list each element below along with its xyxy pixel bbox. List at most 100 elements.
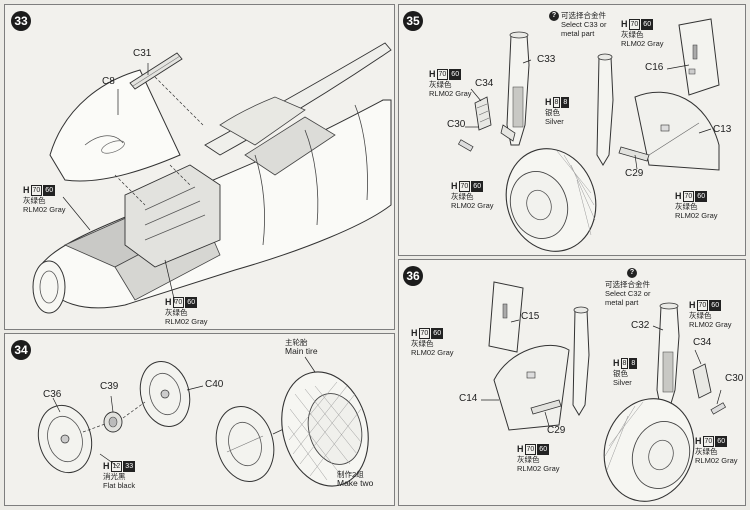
fuselage-cockpit-drawing: [32, 42, 392, 314]
paint-number: 70: [696, 300, 709, 311]
part-label-c30: C30: [447, 119, 466, 130]
step-number: 36: [403, 266, 423, 286]
paint-code: H: [165, 297, 172, 307]
option-note: 可选择合金件 Select C32 or metal part: [605, 280, 650, 307]
paint-number-alt: 60: [431, 328, 444, 339]
paint-number-alt: 60: [641, 19, 654, 30]
paint-name-cn: 银色: [613, 369, 628, 378]
paint-name-cn: 银色: [545, 108, 560, 117]
paint-code: H: [613, 358, 620, 368]
paint-number-alt: 60: [695, 191, 708, 202]
paint-number-alt: 60: [43, 185, 56, 196]
step-36-panel: 36 ? 可选择合金件 Select C32 or metal part C15…: [398, 259, 746, 506]
paint-number: 70: [436, 69, 449, 80]
paint-number: 70: [418, 328, 431, 339]
part-label-c30: C30: [725, 373, 744, 384]
part-label-c29: C29: [625, 168, 644, 179]
paint-name: Silver: [613, 378, 632, 387]
paint-code: H: [621, 19, 628, 29]
paint-name: RLM02 Gray: [411, 348, 454, 357]
paint-number: 70: [524, 444, 537, 455]
left-gear-drawing: [457, 18, 720, 252]
paint-name-cn: 灰绿色: [695, 447, 718, 456]
paint-name: RLM02 Gray: [695, 456, 738, 465]
paint-code: H: [23, 185, 30, 195]
paint-number-alt: 8: [629, 358, 638, 369]
paint-number: 70: [702, 436, 715, 447]
option-cn: 可选择合金件: [561, 11, 606, 20]
paint-number-alt: 60: [185, 297, 198, 308]
part-label-c32: C32: [631, 320, 650, 331]
paint-number: 8: [620, 358, 629, 369]
paint-name-cn: 灰绿色: [675, 202, 698, 211]
part-label-c34: C34: [475, 78, 494, 89]
part-label-c29: C29: [547, 425, 566, 436]
paint-number: 12: [110, 461, 123, 472]
paint-name: RLM02 Gray: [165, 317, 208, 326]
part-label-c40: C40: [205, 379, 224, 390]
option-line2: metal part: [561, 29, 595, 38]
main-tire-label: 主轮胎 Main tire: [285, 338, 318, 356]
option-line2: metal part: [605, 298, 639, 307]
main-tire-cn: 主轮胎: [285, 338, 308, 347]
paint-number-alt: 8: [561, 97, 570, 108]
part-label-c31: C31: [133, 48, 152, 59]
step-number: 33: [11, 11, 31, 31]
paint-code: H: [411, 328, 418, 338]
paint-name: RLM02 Gray: [621, 39, 664, 48]
part-label-c33: C33: [537, 54, 556, 65]
make-two-cn: 制作2组: [337, 470, 364, 479]
paint-name-cn: 灰绿色: [517, 455, 540, 464]
paint-name-cn: 灰绿色: [689, 311, 712, 320]
main-tire-en: Main tire: [285, 346, 318, 356]
paint-name: RLM02 Gray: [689, 320, 732, 329]
paint-name: RLM02 Gray: [675, 211, 718, 220]
paint-number: 70: [458, 181, 471, 192]
part-label-c8: C8: [102, 76, 115, 87]
paint-name-cn: 灰绿色: [165, 308, 188, 317]
step-number: 35: [403, 11, 423, 31]
wheel-assembly-drawing: [37, 356, 369, 487]
paint-name: RLM02 Gray: [517, 464, 560, 473]
part-label-c39: C39: [100, 381, 119, 392]
paint-number: 70: [682, 191, 695, 202]
paint-number-alt: 60: [537, 444, 550, 455]
paint-number-alt: 60: [709, 300, 722, 311]
paint-number-alt: 33: [123, 461, 136, 472]
paint-code: H: [429, 69, 436, 79]
paint-number-alt: 60: [715, 436, 728, 447]
part-label-c15: C15: [521, 311, 540, 322]
option-note: 可选择合金件 Select C33 or metal part: [561, 11, 606, 38]
part-label-c13: C13: [713, 124, 732, 135]
paint-name-cn: 灰绿色: [429, 80, 452, 89]
option-line1: Select C32 or: [605, 289, 651, 298]
paint-code: H: [675, 191, 682, 201]
paint-code: H: [689, 300, 696, 310]
paint-code: H: [103, 461, 110, 471]
option-line1: Select C33 or: [561, 20, 607, 29]
option-icon: ?: [627, 268, 637, 278]
make-two-note: 制作2组 Make two: [337, 470, 373, 488]
paint-name-cn: 灰绿色: [451, 192, 474, 201]
paint-name: Silver: [545, 117, 564, 126]
step-35-panel: 35 ? 可选择合金件 Select C33 or metal part C33…: [398, 4, 746, 256]
part-label-c34: C34: [693, 337, 712, 348]
paint-name-cn: 消光黑: [103, 472, 126, 481]
paint-name-cn: 灰绿色: [621, 30, 644, 39]
part-label-c16: C16: [645, 62, 664, 73]
paint-number: 8: [552, 97, 561, 108]
option-cn: 可选择合金件: [605, 280, 650, 289]
